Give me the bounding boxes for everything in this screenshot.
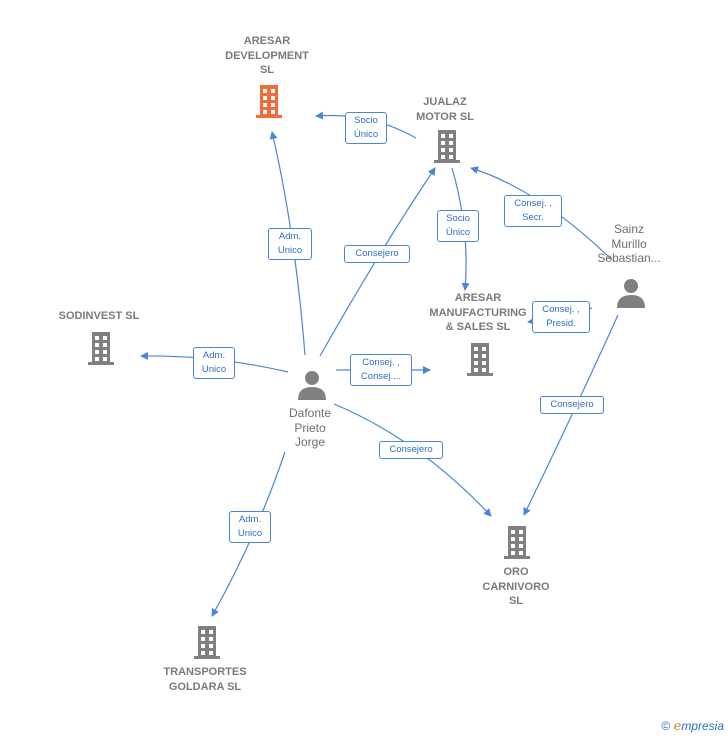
edge-label-adm-unico: Adm. Unico <box>229 511 271 543</box>
person-icon[interactable] <box>296 369 328 401</box>
company-label-sodinvest[interactable]: SODINVEST SL <box>58 310 140 322</box>
edge-label-consej-secr: Consej. , Secr. <box>504 195 562 227</box>
copyright-symbol: © <box>661 719 671 733</box>
edge-dafonte-oro <box>333 403 492 517</box>
building-icon[interactable] <box>501 524 533 560</box>
edge-label-adm-unico: Adm. Unico <box>193 347 235 379</box>
edge-sainz-oro <box>523 314 619 516</box>
brand-logo-text: mpresia <box>681 719 724 733</box>
person-label-sainz[interactable]: Sainz Murillo Sebastian... <box>597 222 661 265</box>
edge-label-consejero: Consejero <box>540 396 604 414</box>
edge-label-consej-consej: Consej. , Consej.... <box>350 354 412 386</box>
edge-label-socio-unico: Socio Único <box>345 112 387 144</box>
person-icon[interactable] <box>615 277 647 309</box>
company-label-transportes-goldara[interactable]: TRANSPORTES GOLDARA SL <box>163 666 247 693</box>
edge-label-socio-unico: Socio Único <box>437 210 479 242</box>
brand-logo-letter: e <box>673 719 682 734</box>
edge-label-adm-unico: Adm. Unico <box>268 228 312 260</box>
building-icon-highlighted[interactable] <box>253 83 285 119</box>
building-icon[interactable] <box>191 624 223 660</box>
company-label-aresar-development[interactable]: ARESAR DEVELOPMENT SL <box>225 35 309 76</box>
building-icon[interactable] <box>464 341 496 377</box>
company-label-jualaz-motor[interactable]: JUALAZ MOTOR SL <box>416 96 474 123</box>
edge-label-consejero: Consejero <box>379 441 443 459</box>
company-label-aresar-manufacturing[interactable]: ARESAR MANUFACTURING & SALES SL <box>429 292 527 333</box>
company-label-oro-carnivoro[interactable]: ORO CARNIVORO SL <box>482 566 550 607</box>
edge-label-consej-presid: Consej. , Presid. <box>532 301 590 333</box>
edge-label-consejero: Consejero <box>344 245 410 263</box>
person-label-dafonte[interactable]: Dafonte Prieto Jorge <box>288 406 332 449</box>
building-icon[interactable] <box>431 128 463 164</box>
building-icon[interactable] <box>85 330 117 366</box>
copyright-footer: © empresia <box>661 719 724 734</box>
